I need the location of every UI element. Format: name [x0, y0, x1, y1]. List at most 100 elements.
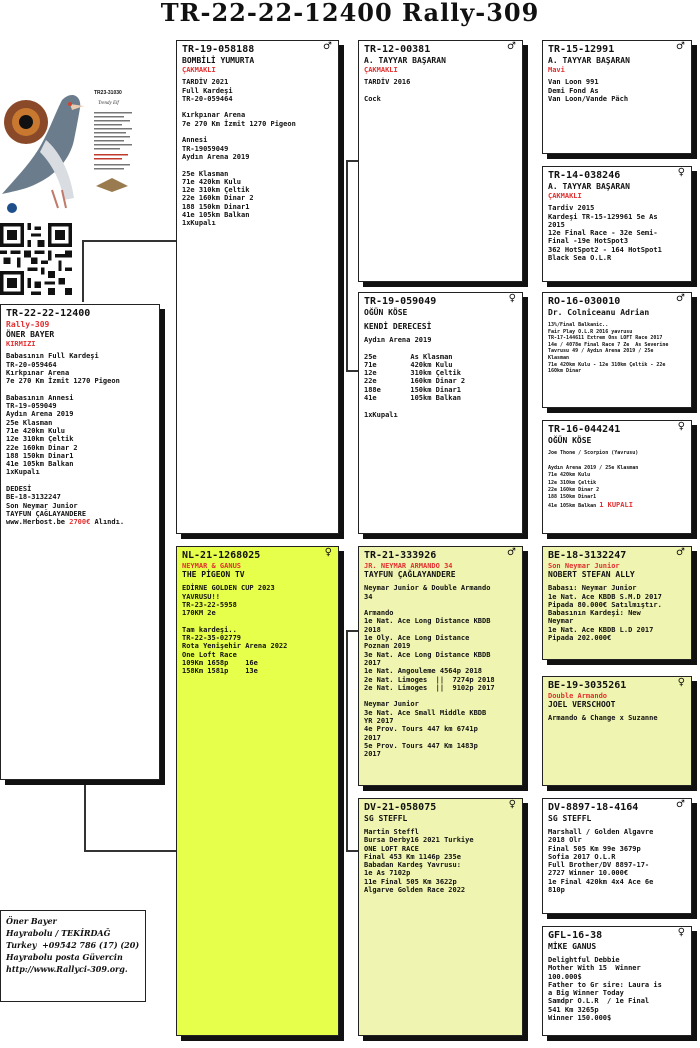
ss-color: ÇAKMAKLI — [364, 66, 398, 74]
connector — [346, 160, 358, 162]
dsd-ring: BE-19-3035261 — [548, 680, 627, 691]
male-icon: ♂ — [676, 41, 685, 52]
connector — [346, 630, 358, 632]
male-icon: ♂ — [676, 547, 685, 558]
subject-card: TR-22-22-12400 Rally-309 ÖNER BAYER KIRM… — [0, 304, 160, 780]
dsd-card: ♀ BE-19-3035261 Double Armando JOEL VERS… — [542, 676, 692, 786]
dd-details: Martin Steffl Bursa Derby16 2021 Turkiye… — [364, 828, 474, 895]
ddd-ring: GFL-16-38 — [548, 930, 603, 941]
female-icon: ♀ — [677, 421, 685, 432]
dss-ring: BE-18-3132247 — [548, 550, 627, 561]
ds-owner: TAYFUN ÇAĞLAYANDERE — [364, 570, 456, 580]
contact-card: Öner Bayer Hayrabolu / TEKİRDAĞ Turkey +… — [0, 910, 146, 1002]
ds-name: JR. NEYMAR ARMANDO 34 — [364, 562, 453, 570]
ss-name: A. TAYYAR BAŞARAN — [364, 56, 446, 65]
subject-color: KIRMIZI — [6, 340, 36, 348]
sire-sire-card: ♂ TR-12-00381 A. TAYYAR BAŞARAN ÇAKMAKLI… — [358, 40, 523, 282]
sdd-details-text: Joe Thone / Scorpion (Yavrusu) Aydın Are… — [548, 450, 639, 509]
sss-name: A. TAYYAR BAŞARAN — [548, 56, 630, 65]
sss-ring: TR-15-12991 — [548, 44, 615, 55]
connector — [82, 240, 84, 302]
subject-details-text: Babasının Full Kardeşi TR-20-059464 Kırk… — [6, 352, 120, 527]
female-icon: ♀ — [508, 293, 516, 304]
subject-owner: ÖNER BAYER — [6, 330, 55, 339]
sdd-ring: TR-16-044241 — [548, 424, 621, 435]
sire-name: BOMBİLİ YUMURTA — [182, 56, 255, 65]
pigeon-image: TR23-31030 Trendy Elf — [0, 80, 140, 220]
ddd-details: Delightful Debbie Mother With 15 Winner … — [548, 956, 662, 1023]
dsd-name: Double Armando — [548, 692, 608, 700]
female-icon: ♀ — [508, 799, 516, 810]
dss-details: Babası: Neymar Junior 1e Nat. Ace KBDB S… — [548, 584, 662, 643]
ssd-color: ÇAKMAKLI — [548, 192, 582, 200]
subject-price-suffix: Alındı. — [90, 518, 125, 527]
ds-ring: TR-21-333926 — [364, 550, 437, 561]
flyer-signature: Trendy Elf — [98, 101, 119, 106]
sss-color: Mavi — [548, 66, 565, 74]
male-icon: ♂ — [507, 547, 516, 558]
connector — [346, 160, 348, 370]
ss-details: TARDİV 2016 Cock — [364, 78, 411, 103]
ddd-name: MİKE GANUS — [548, 942, 597, 951]
dss-name: Son Neymar Junior — [548, 562, 620, 570]
sire-ring: TR-19-058188 — [182, 44, 255, 55]
dam-name: NEYMAR & GANUS — [182, 562, 242, 570]
dds-ring: DV-8897-18-4164 — [548, 802, 639, 813]
sdd-name: OĞÜN KÖSE — [548, 436, 592, 445]
connector — [84, 780, 86, 850]
ssd-name: A. TAYYAR BAŞARAN — [548, 182, 630, 191]
sdd-kupali: 1 KUPALI — [599, 500, 633, 509]
connector — [82, 240, 176, 242]
connector — [346, 850, 358, 852]
dds-card: ♂ DV-8897-18-4164 SG STEFFL Marshall / G… — [542, 798, 692, 914]
sds-ring: RO-16-030010 — [548, 296, 621, 307]
sss-details: Van Loon 991 Demi Fond As Van Loon/Vande… — [548, 78, 629, 103]
dd-name: SG STEFFL — [364, 814, 408, 823]
male-icon: ♂ — [676, 293, 685, 304]
connector — [346, 370, 358, 372]
dsd-owner: JOEL VERSCHOOT — [548, 700, 616, 710]
female-icon: ♀ — [677, 677, 685, 688]
qr-code[interactable] — [0, 222, 72, 296]
sd-name: OĞÜN KÖSE — [364, 308, 408, 317]
flyer-code: TR23-31030 — [94, 90, 122, 96]
dam-owner: THE PİGEON TV — [182, 570, 245, 580]
ds-details: Neymar Junior & Double Armando 34 Armand… — [364, 584, 495, 759]
sss-card: ♂ TR-15-12991 A. TAYYAR BAŞARAN Mavi Van… — [542, 40, 692, 154]
dam-dam-card: ♀ DV-21-058075 SG STEFFL Martin Steffl B… — [358, 798, 523, 1036]
subject-details: Babasının Full Kardeşi TR-20-059464 Kırk… — [6, 352, 154, 526]
page-title: TR-22-22-12400 Rally-309 — [160, 0, 540, 27]
male-icon: ♂ — [676, 799, 685, 810]
male-icon: ♂ — [323, 41, 332, 52]
sdd-card: ♀ TR-16-044241 OĞÜN KÖSE Joe Thone / Sco… — [542, 420, 692, 534]
dam-ring: NL-21-1268025 — [182, 550, 261, 561]
connector — [346, 630, 348, 850]
male-icon: ♂ — [507, 41, 516, 52]
ss-ring: TR-12-00381 — [364, 44, 431, 55]
female-icon: ♀ — [324, 547, 332, 558]
sds-name: Dr. Colniceanu Adrian — [548, 308, 650, 317]
subject-price: 2700€ — [69, 518, 91, 527]
connector — [84, 850, 176, 852]
subject-ring: TR-22-22-12400 — [6, 308, 91, 319]
dds-name: SG STEFFL — [548, 814, 592, 823]
sire-color: ÇAKMAKLI — [182, 66, 216, 74]
ddd-card: ♀ GFL-16-38 MİKE GANUS Delightful Debbie… — [542, 926, 692, 1036]
dss-card: ♂ BE-18-3132247 Son Neymar Junior NOBERT… — [542, 546, 692, 660]
sdd-details: Joe Thone / Scorpion (Yavrusu) Aydın Are… — [548, 450, 686, 510]
sire-details: TARDİV 2021 Full Kardeşi TR-20-059464 Kı… — [182, 78, 296, 228]
dss-owner: NOBERT STEFAN ALLY — [548, 570, 635, 580]
female-icon: ♀ — [677, 927, 685, 938]
ssd-details: Tardiv 2015 Kardeşi TR-15-129961 5e As 2… — [548, 204, 662, 263]
dd-ring: DV-21-058075 — [364, 802, 437, 813]
sds-details: 13%/Final Balkanic.. Fair Play O.L.R 201… — [548, 322, 669, 375]
dam-card: ♀ NL-21-1268025 NEYMAR & GANUS THE PİGEO… — [176, 546, 339, 1036]
dam-sire-card: ♂ TR-21-333926 JR. NEYMAR ARMANDO 34 TAY… — [358, 546, 523, 786]
sd-ring: TR-19-059049 — [364, 296, 437, 307]
sire-card: ♂ TR-19-058188 BOMBİLİ YUMURTA ÇAKMAKLI … — [176, 40, 339, 534]
subject-name: Rally-309 — [6, 320, 50, 329]
sire-dam-card: ♀ TR-19-059049 OĞÜN KÖSE KENDİ DERECESİ … — [358, 292, 523, 534]
dsd-details: Armando & Change x Suzanne — [548, 714, 658, 723]
dam-details: EDİRNE GOLDEN CUP 2023 YAVRUSU!! TR-23-2… — [182, 584, 288, 676]
sds-card: ♂ RO-16-030010 Dr. Colniceanu Adrian 13%… — [542, 292, 692, 408]
